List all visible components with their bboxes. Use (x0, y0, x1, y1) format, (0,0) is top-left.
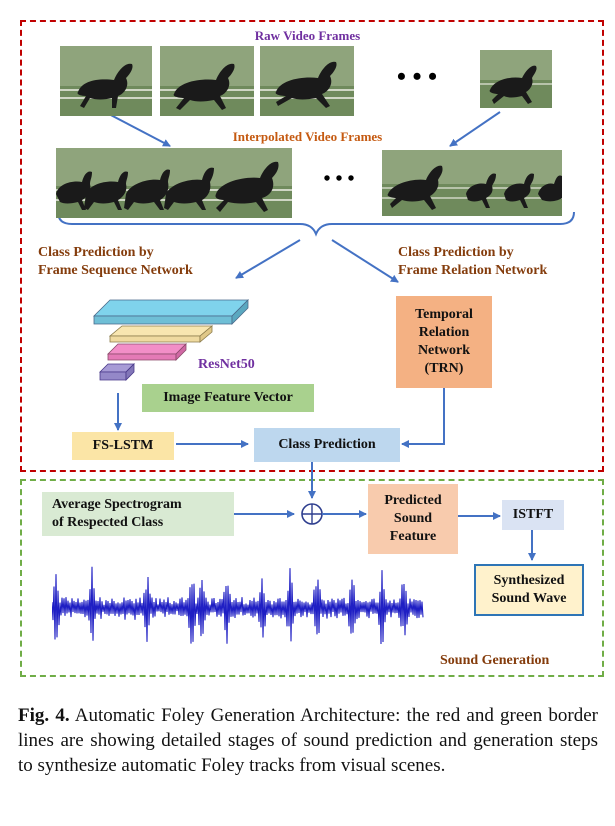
sound-generation-label: Sound Generation (440, 653, 550, 668)
caption-text: Automatic Foley Generation Architecture:… (18, 705, 599, 776)
raw-frame-last (480, 50, 552, 108)
interpolated-frames-title: Interpolated Video Frames (232, 129, 383, 144)
class-pred-seq-label: Class Prediction by Frame Sequence Netwo… (38, 245, 193, 278)
image-feature-vector-box: Image Feature Vector (142, 384, 314, 412)
arrow-raw-to-interp-right (449, 111, 501, 147)
figure-caption: Fig. 4. Automatic Foley Generation Archi… (18, 703, 598, 778)
waveform-trace (52, 566, 424, 645)
raw-frame-3 (260, 46, 354, 116)
frames-brace (57, 211, 575, 237)
istft-box: ISTFT (502, 500, 564, 530)
sound-waveform (52, 566, 424, 645)
arrow-to-seq-net (235, 239, 301, 279)
class-pred-rel-label: Class Prediction by Frame Relation Netwo… (398, 245, 548, 278)
interpolated-frames-ellipsis: • • • (323, 168, 355, 190)
synthesized-wave-box: Synthesized Sound Wave (474, 564, 584, 616)
arrow-raw-to-interp-left (104, 111, 171, 147)
arrow-trn-to-class (401, 388, 445, 448)
avg-spectrogram-box: Average Spectrogram of Respected Class (42, 492, 234, 536)
interpolated-frames-right (382, 150, 562, 216)
interpolated-frames-left (56, 148, 292, 218)
raw-frame-1 (60, 46, 152, 116)
resnet-label: ResNet50 (198, 357, 255, 372)
trn-box: Temporal Relation Network (TRN) (396, 296, 492, 388)
class-prediction-box: Class Prediction (254, 428, 400, 462)
figure-label: Fig. 4. (18, 705, 70, 726)
raw-frame-2 (160, 46, 254, 116)
arrow-to-rel-net (331, 239, 399, 283)
raw-frames-ellipsis: • • • (396, 62, 438, 91)
connector-layer (57, 111, 575, 561)
predicted-sound-feature-box: Predicted Sound Feature (368, 484, 458, 554)
fs-lstm-box: FS-LSTM (72, 432, 174, 460)
raw-frames-title: Raw Video Frames (254, 28, 361, 43)
resnet-layers-stack (93, 299, 249, 381)
